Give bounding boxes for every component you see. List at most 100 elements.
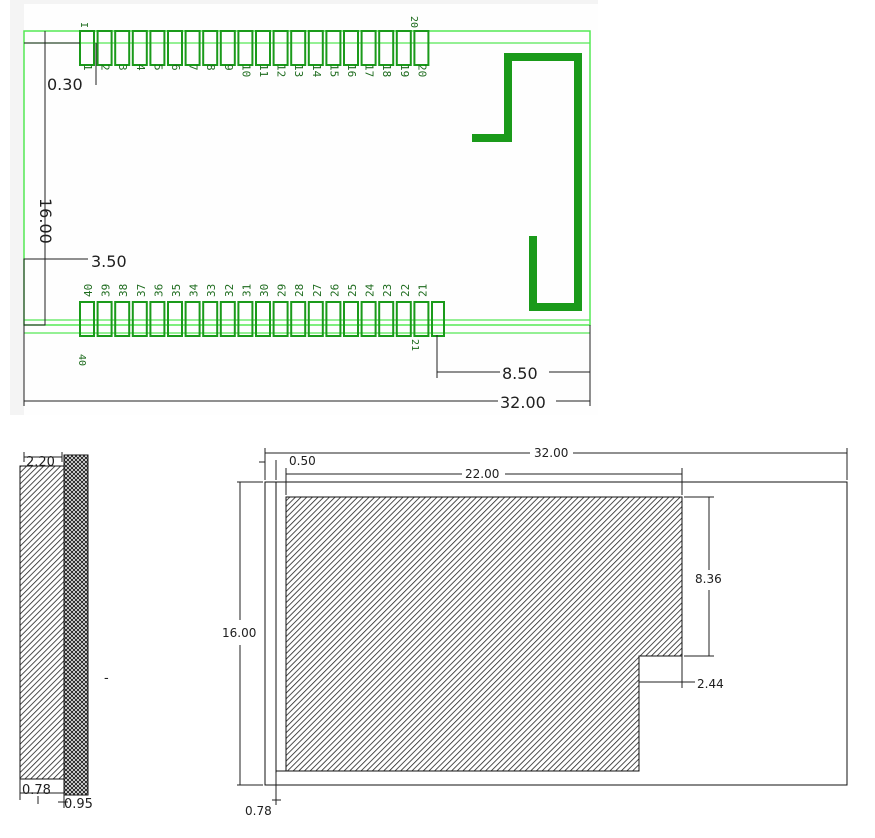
pin-label-5: 5: [151, 64, 164, 71]
pin-label-30: 30: [258, 284, 271, 297]
pin-label-11: 11: [257, 64, 270, 77]
dim-front-shield: 22.00: [465, 467, 499, 481]
pin-label-20: 20: [415, 64, 428, 77]
pad-7: [186, 31, 200, 65]
pin-label-1: 1: [81, 64, 94, 71]
pin-label-24: 24: [364, 283, 377, 297]
pin-1-marker: I: [78, 22, 89, 28]
pad-39: [98, 302, 112, 336]
dim-notch-depth: 2.44: [697, 677, 724, 691]
pin-label-16: 16: [345, 64, 358, 77]
dim-front-edge: 0.50: [289, 454, 316, 468]
pad-18: [379, 31, 393, 65]
pin-40-marker: 40: [76, 354, 87, 366]
pad-21: [414, 302, 428, 336]
pad-37: [133, 302, 147, 336]
dim-side-pcb: 0.95: [64, 797, 93, 812]
pin-label-8: 8: [204, 64, 217, 71]
pad-12: [274, 31, 288, 65]
pin-label-33: 33: [205, 284, 218, 297]
pin-label-12: 12: [275, 64, 288, 77]
pin-label-13: 13: [292, 64, 305, 77]
antenna-trace: [472, 57, 578, 307]
pad-30: [256, 302, 270, 336]
pad-40: [80, 302, 94, 336]
pin-label-18: 18: [380, 64, 393, 77]
pad-20: [414, 31, 428, 65]
dim-total-length: 32.00: [500, 393, 546, 412]
dim-bottom-offset: 0.78: [245, 804, 272, 818]
pad-3: [115, 31, 129, 65]
bottom-pin-labels: 4039383736353433323130292827262524232221: [82, 283, 429, 297]
pin-label-31: 31: [240, 284, 253, 297]
pad-15: [326, 31, 340, 65]
side-view: 2.20 0.78 0.95 -: [20, 452, 109, 812]
pad-8: [203, 31, 217, 65]
pad-22: [397, 302, 411, 336]
dim-antenna-clearance: 8.50: [502, 364, 538, 383]
dim-front-height: 16.00: [222, 626, 256, 640]
pad-14: [309, 31, 323, 65]
pin-label-6: 6: [169, 64, 182, 71]
dim-front-total: 32.00: [534, 446, 568, 460]
pin-label-3: 3: [116, 64, 129, 71]
pin-label-21: 21: [416, 284, 429, 297]
pin-label-19: 19: [398, 64, 411, 77]
pad-19: [397, 31, 411, 65]
pad-28: [291, 302, 305, 336]
pin-label-29: 29: [276, 284, 289, 297]
pin-label-27: 27: [311, 284, 324, 297]
side-shield: [20, 466, 64, 779]
pad-31: [238, 302, 252, 336]
pin-label-32: 32: [223, 284, 236, 297]
dim-body-height: 16.00: [36, 198, 55, 244]
front-edge-strip: [265, 482, 276, 785]
pin-label-36: 36: [152, 284, 165, 297]
pin-label-26: 26: [328, 284, 341, 297]
pin-label-35: 35: [170, 284, 183, 297]
pad-36: [150, 302, 164, 336]
pad-2: [98, 31, 112, 65]
pin-label-25: 25: [346, 284, 359, 297]
side-pcb: [64, 455, 88, 795]
pin-label-14: 14: [310, 64, 323, 78]
pad-9: [221, 31, 235, 65]
pad-29: [274, 302, 288, 336]
pad-6: [168, 31, 182, 65]
pad-5: [150, 31, 164, 65]
pad-13: [291, 31, 305, 65]
pin-label-2: 2: [99, 64, 112, 71]
pin-label-28: 28: [293, 284, 306, 297]
pin-label-7: 7: [187, 64, 200, 71]
pad-34: [186, 302, 200, 336]
pad-17: [362, 31, 376, 65]
pad-26: [326, 302, 340, 336]
shield-area: [286, 497, 682, 771]
pad-32: [221, 302, 235, 336]
top-pad-row: [80, 31, 428, 65]
front-view: 32.00 0.50 22.00 16.00 8.36 2.44 0.78: [222, 446, 847, 818]
pad-1: [80, 31, 94, 65]
pad-35: [168, 302, 182, 336]
pin-label-37: 37: [135, 284, 148, 297]
pin-label-9: 9: [222, 64, 235, 71]
pin-label-10: 10: [239, 64, 252, 77]
dim-notch-height: 8.36: [695, 572, 722, 586]
bottom-pad-row: [80, 302, 444, 336]
pin-label-34: 34: [188, 283, 201, 297]
pin-label-22: 22: [399, 284, 412, 297]
tick-mark: -: [104, 671, 109, 686]
pad-10: [238, 31, 252, 65]
pin-label-4: 4: [134, 64, 147, 71]
pin-label-38: 38: [117, 284, 130, 297]
pad-extra: [432, 302, 444, 336]
pin-label-23: 23: [381, 284, 394, 297]
dim-side-bottom: 0.78: [22, 783, 51, 798]
pad-25: [344, 302, 358, 336]
pad-4: [133, 31, 147, 65]
pad-16: [344, 31, 358, 65]
pad-24: [362, 302, 376, 336]
